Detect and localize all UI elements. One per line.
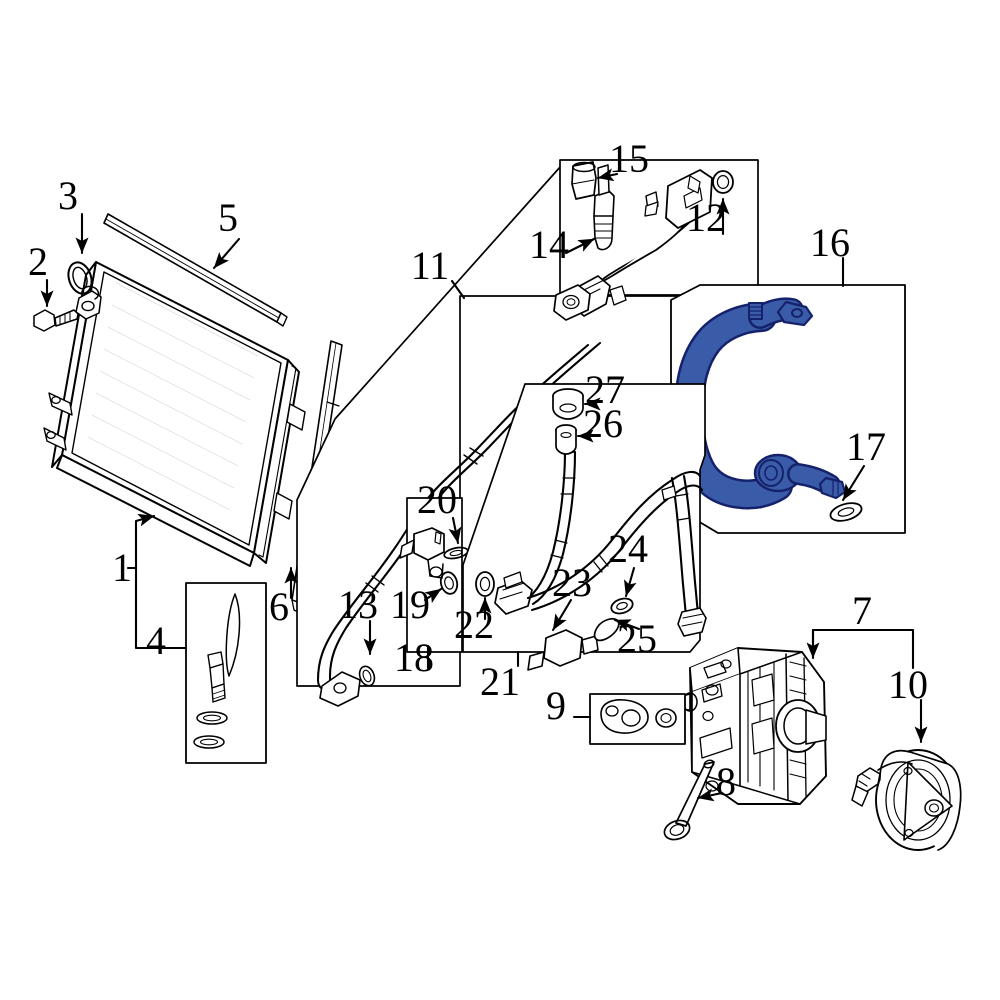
callout-1-condenser: 1: [112, 545, 132, 590]
callout-23-switch: 23: [552, 560, 592, 605]
callout-19-o-ring: 19: [390, 582, 430, 627]
service-port-cap: [571, 161, 597, 200]
ac-compressor: [649, 647, 827, 805]
condenser-seal-3: [67, 261, 93, 295]
callout-14-pressure-switch: 14: [529, 222, 569, 267]
upper-air-seal: [103, 213, 288, 327]
compressor-gasket-kit: [589, 693, 686, 745]
compressor-bolt: [663, 759, 715, 841]
pressure-switch-manifold: [553, 164, 713, 321]
callout-21-suction-line: 21: [480, 659, 520, 704]
callout-7-compressor: 7: [852, 588, 872, 633]
callout-12-o-ring: 12: [686, 195, 726, 240]
callout-16-discharge-hose: 16: [810, 220, 850, 265]
callout-25-sleeve: 25: [617, 616, 657, 661]
callout-18-valve-assembly: 18: [394, 635, 434, 680]
callout-20-seal: 20: [417, 477, 457, 522]
condenser-assembly: [43, 261, 306, 567]
o-ring-24: [610, 597, 634, 615]
callout-15-cap: 15: [609, 136, 649, 181]
o-ring-12: [712, 170, 734, 194]
callout-9-gasket-kit: 9: [546, 683, 566, 728]
discharge-hose-seal: [829, 502, 863, 522]
line-insulator-27: [552, 388, 584, 420]
callout-10-clutch: 10: [888, 662, 928, 707]
callout-2-bolt: 2: [28, 239, 48, 284]
callout-11-liquid-line: 11: [410, 243, 450, 288]
callout-27-insulator: 27: [585, 367, 625, 412]
suction-line-tubes: [494, 450, 707, 637]
condenser-bolt: [33, 309, 79, 332]
compressor-clutch: [851, 749, 962, 851]
callout-5-upper-seal: 5: [218, 195, 238, 240]
callout-6-side-seal: 6: [269, 584, 289, 629]
o-ring-22: [475, 571, 495, 597]
callout-4-drier-kit: 4: [146, 618, 166, 663]
callout-22-o-ring: 22: [454, 602, 494, 647]
callout-24-o-ring: 24: [608, 526, 648, 571]
line-bushing-26: [555, 424, 577, 455]
drier-kit-box: [185, 582, 267, 764]
sensor-sleeve-25: [593, 617, 620, 642]
callout-26-bushing: 26: [583, 401, 623, 446]
callout-3-seal: 3: [58, 173, 78, 218]
callout-17-seal: 17: [846, 424, 886, 469]
pressure-sensor-23: [527, 629, 599, 671]
callout-13-o-ring: 13: [338, 582, 378, 627]
expansion-valve-box: [399, 497, 469, 653]
callout-8-bolt: 8: [716, 759, 736, 804]
